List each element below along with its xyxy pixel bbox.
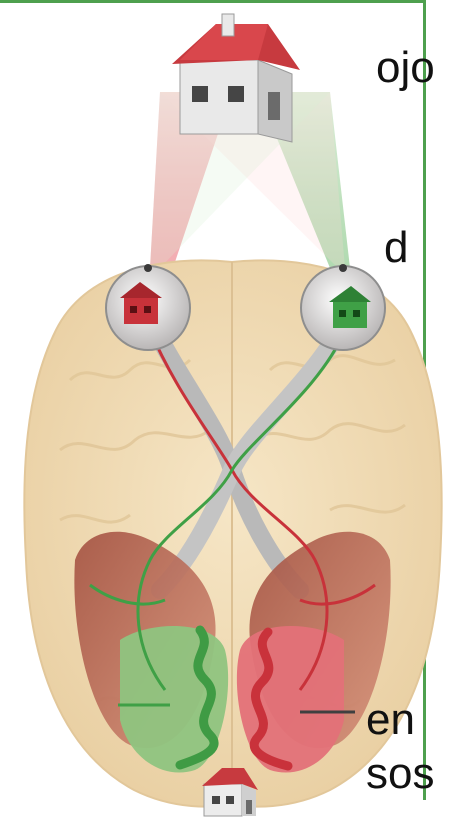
right-eye-icon [301,264,385,350]
text-fragment-mid: d [384,226,408,270]
house-icon [172,14,300,142]
left-eye-icon [106,264,190,350]
text-fragment-top: ojo [376,46,435,90]
text-fragment-bottom-1: en [366,698,415,742]
text-fragment-bottom-2: sos [366,752,434,796]
